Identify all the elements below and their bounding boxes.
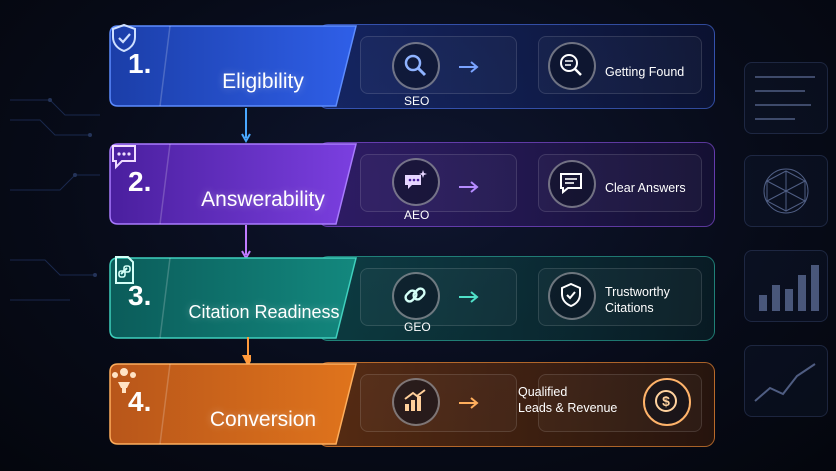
growth-chart-icon — [392, 378, 440, 426]
chain-link-icon — [392, 272, 440, 320]
stage-title: Citation Readiness — [188, 302, 340, 322]
stage-2-detail-panel — [318, 142, 715, 227]
stage-title: Answerability — [201, 188, 325, 211]
side-panel-network — [744, 155, 828, 227]
stage-4-header: 4. Conversion — [108, 360, 358, 448]
stage-row-1: 1. Eligibility SEO Getting Found — [108, 22, 716, 110]
channel-box-3 — [360, 268, 517, 326]
stage-title: Conversion — [209, 408, 317, 431]
channel-label: GEO — [404, 320, 431, 334]
stage-3-detail-panel — [318, 256, 715, 341]
stage-1-header: 1. Eligibility — [108, 22, 358, 110]
side-panel-bars — [744, 250, 828, 322]
channel-box-1 — [360, 36, 517, 94]
arrow-right-icon — [459, 61, 479, 73]
outcome-label: Getting Found — [605, 65, 685, 79]
dollar-coin-icon: $ — [643, 378, 691, 426]
channel-label: SEO — [404, 94, 430, 108]
stage-row-2: 2. Answerability AEO Clear Answers — [108, 140, 716, 228]
people-group-icon — [112, 368, 136, 393]
stage-2-header: 2. Answerability — [108, 140, 358, 228]
circuit-decoration — [10, 98, 100, 301]
message-lines-icon — [548, 160, 596, 208]
svg-text:$: $ — [662, 393, 670, 409]
outcome-box-3 — [538, 268, 702, 326]
stage-1-detail-panel — [318, 24, 715, 109]
stage-title: Eligibility — [222, 70, 304, 93]
magnifier-icon — [392, 42, 440, 90]
arrow-right-icon — [459, 291, 479, 303]
stage-number: 3. — [128, 280, 152, 311]
outcome-box-4 — [538, 374, 702, 432]
sparkle-chat-icon — [392, 158, 440, 206]
arrow-right-icon — [459, 397, 479, 409]
arrow-right-icon — [459, 181, 479, 193]
channel-box-2 — [360, 154, 517, 212]
side-panel-list — [744, 62, 828, 134]
outcome-box-1 — [538, 36, 702, 94]
stage-number: 1. — [128, 48, 152, 79]
stage-number: 2. — [128, 166, 152, 197]
chat-bubble-icon — [112, 145, 136, 170]
side-panel-line — [744, 345, 828, 417]
shield-check-icon — [548, 272, 596, 320]
connector-arrow-1 — [241, 108, 251, 144]
search-document-icon — [548, 42, 596, 90]
channel-box-4 — [360, 374, 517, 432]
outcome-label: Clear Answers — [605, 181, 686, 195]
shield-check-icon — [112, 23, 136, 53]
stage-number: 4. — [128, 386, 152, 417]
channel-label: AEO — [404, 208, 430, 222]
stage-3-header: 3. Citation Readiness — [108, 254, 358, 342]
document-link-icon — [115, 256, 134, 284]
outcome-box-2 — [538, 154, 702, 212]
